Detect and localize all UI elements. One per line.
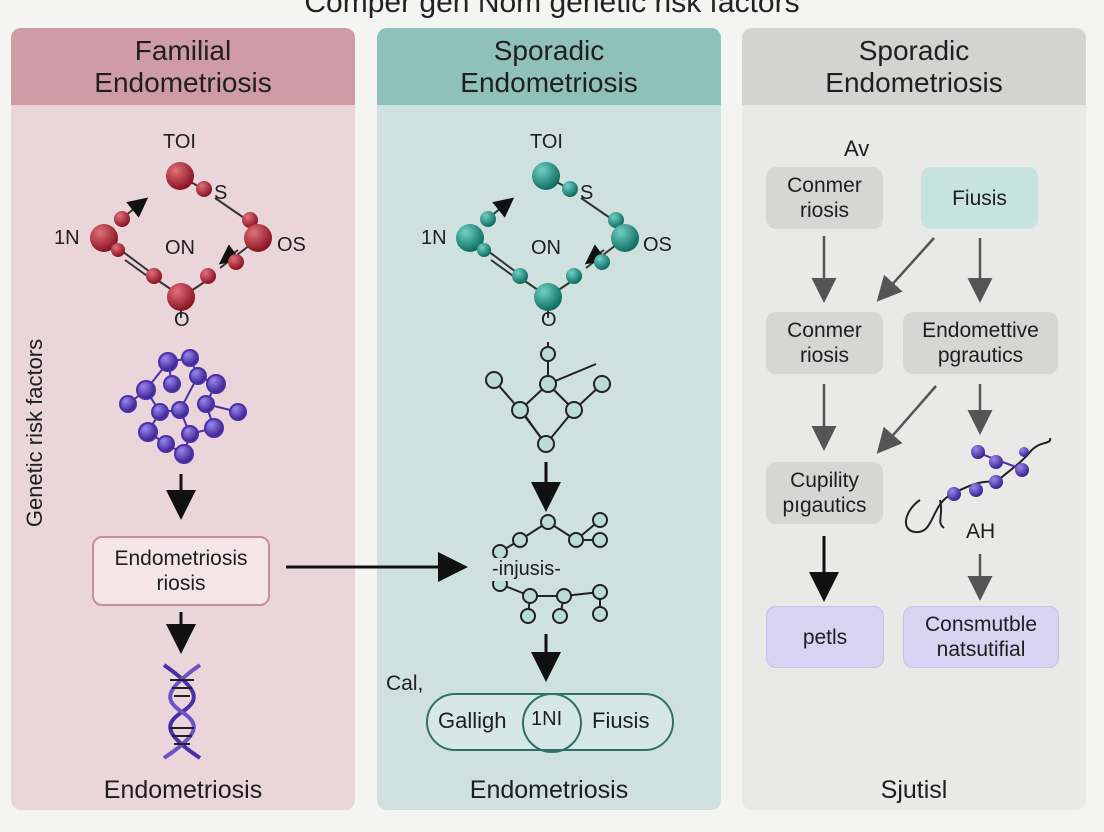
sporadic-network-1 (485, 342, 611, 453)
panel-header-sporadic: Sporadic Endometriosis (377, 28, 721, 105)
sporadic-bottom-label: Endometriosis (469, 776, 629, 804)
flow-box-r4-right: Consmutble natsutifial (903, 606, 1059, 668)
sporadic-network-2 (492, 512, 608, 624)
familial-label-s: S (214, 182, 228, 204)
panel-sporadic-flow: Sporadic Endometriosis (742, 28, 1086, 810)
panel-header-sporadic-flow: Sporadic Endometriosis (742, 28, 1086, 105)
familial-label-top: TOI (163, 131, 196, 153)
protein-strand-icon (905, 437, 1052, 534)
sporadic-middle-label: -injusis- (490, 558, 563, 581)
sporadic-pill-circle (522, 693, 582, 753)
familial-endometriosis-box (92, 536, 270, 606)
sporadic-pill-right: Fiusis (592, 708, 650, 733)
flow-box-r2-left: Conmer riosis (766, 312, 883, 374)
familial-label-left: 1N (54, 227, 80, 249)
sporadic-label-top: TOI (530, 131, 563, 153)
familial-label-right: OS (277, 234, 306, 256)
panel-title-sporadic: Sporadic Endometriosis (460, 34, 638, 98)
sporadic-label-center: ON (531, 237, 561, 259)
flow-top-label: Av (844, 136, 870, 161)
familial-box-label: Endometriosis riosis (114, 547, 248, 595)
flow-box-r2-right: Endomettive pgrautics (903, 312, 1058, 374)
sporadic-pill-center: 1NI (531, 708, 563, 730)
sporadic-molecule (456, 162, 639, 318)
panel-header-familial: Familial Endometriosis (11, 28, 355, 105)
familial-molecule (90, 162, 272, 318)
flow-box-r4-left: petls (766, 606, 884, 668)
panel-title-sporadic-flow: Sporadic Endometriosis (825, 34, 1003, 98)
sporadic-label-bottom: O (541, 309, 557, 331)
flow-arrows (811, 236, 993, 601)
sporadic-label-left: 1N (421, 227, 447, 249)
familial-label-center: ON (165, 237, 195, 259)
sporadic-label-s: S (580, 182, 594, 204)
familial-label-bottom: O (174, 309, 190, 331)
sporadic-pill-left: Galligh (438, 708, 507, 733)
flow-box-r1-left: Conmer riosis (766, 167, 883, 229)
flow-bottom-label: Sjutisl (880, 776, 948, 804)
page-title: Comper gen Nom genetic risk factors (304, 0, 800, 19)
dna-helix-icon (162, 663, 202, 760)
flow-r3-right-label: AH (966, 520, 996, 543)
flow-box-r3-left: Cupility pıgautics (766, 462, 883, 524)
familial-protein-cluster (119, 349, 247, 464)
panel-title-familial: Familial Endometriosis (94, 34, 272, 98)
familial-bottom-label: Endometriosis (103, 776, 263, 804)
sporadic-label-right: OS (643, 234, 672, 256)
flow-box-r1-right: Fiusis (921, 167, 1038, 229)
sporadic-cal-label: Cal, (386, 672, 424, 695)
